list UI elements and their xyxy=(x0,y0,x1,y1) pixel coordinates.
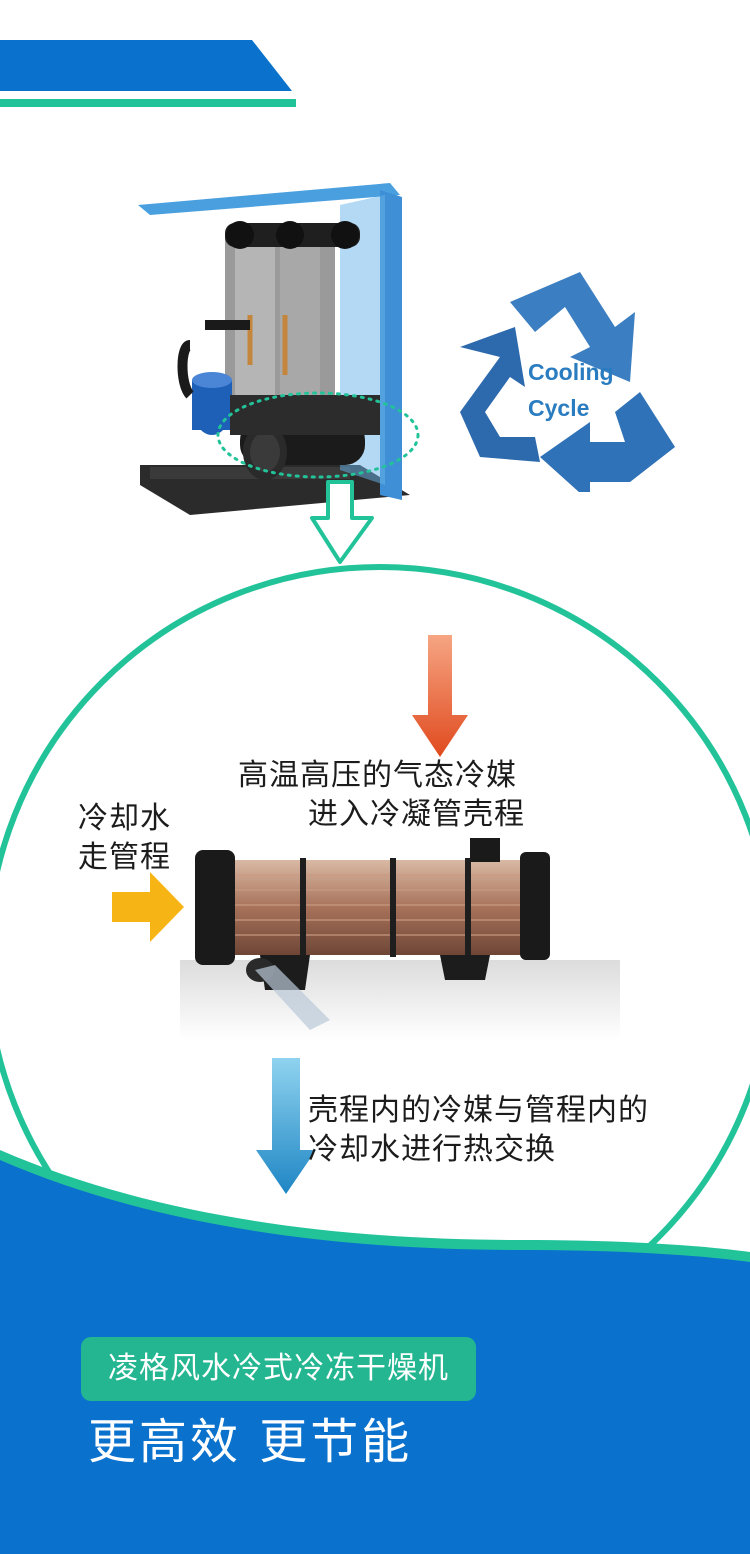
heat-exchange-arrow-icon xyxy=(256,1058,316,1194)
cycle-label-line1: Cooling xyxy=(528,359,614,385)
recycle-arrows-icon xyxy=(460,272,675,502)
dryer-machine-illustration xyxy=(138,183,420,515)
shell-tube-condenser-illustration xyxy=(180,838,620,1040)
cooling-cycle-graphic: Cooling Cycle xyxy=(440,262,680,502)
header-accent-line xyxy=(0,99,296,107)
water-text-line2: 走管程 xyxy=(78,840,171,875)
product-name-badge: 凌格风水冷式冷冻干燥机 xyxy=(81,1337,476,1401)
slogan-text: 更高效 更节能 xyxy=(88,1414,413,1470)
water-text-line1: 冷却水 xyxy=(78,801,171,836)
water-inlet-arrow-icon xyxy=(112,872,184,942)
refrigerant-text-line2: 进入冷凝管壳程 xyxy=(308,797,525,832)
exchange-text-line2: 冷却水进行热交换 xyxy=(308,1132,556,1167)
header-banner xyxy=(0,40,292,91)
exchange-text-line1: 壳程内的冷媒与管程内的 xyxy=(308,1093,649,1128)
hollow-down-arrow-icon xyxy=(310,480,374,564)
refrigerant-text-line1: 高温高压的气态冷媒 xyxy=(238,758,517,793)
refrigerant-arrow-icon xyxy=(412,635,468,757)
cycle-label-line2: Cycle xyxy=(528,395,590,421)
